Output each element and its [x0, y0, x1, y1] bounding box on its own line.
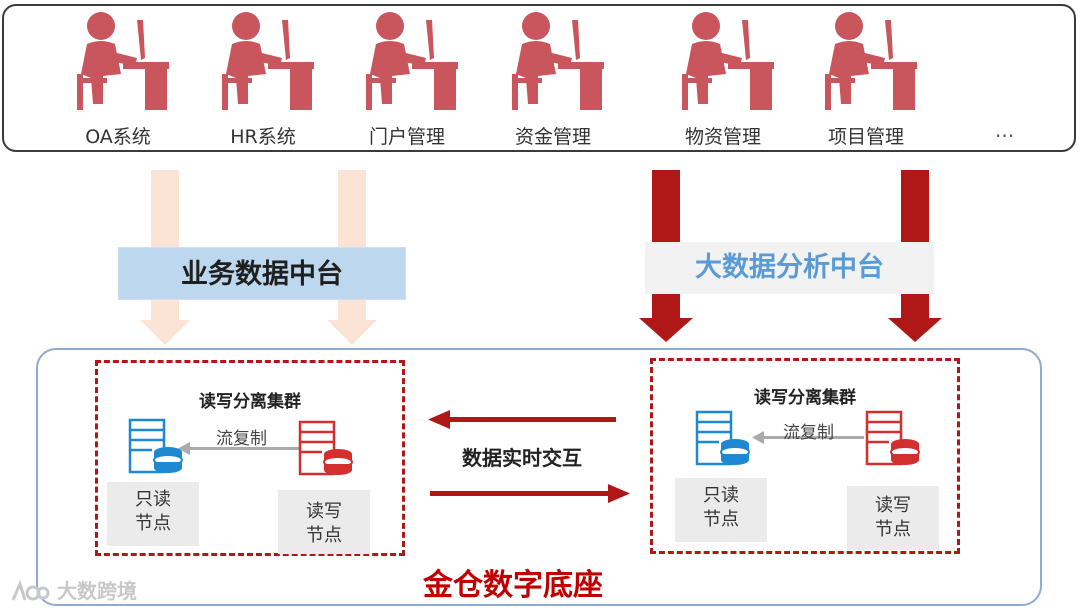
system-hr: HR系统 [203, 8, 323, 149]
systems-bar [2, 4, 1076, 152]
watermark-logo-icon [11, 579, 50, 601]
read-only-database-icon [128, 418, 183, 474]
read-write-database-icon [298, 420, 353, 476]
system-label: 门户管理 [368, 126, 445, 148]
person-at-computer-icon [512, 12, 604, 110]
read-only-node: 只读 节点 [107, 482, 199, 546]
read-write-database-icon [865, 410, 920, 466]
system-label: OA系统 [85, 126, 151, 148]
cluster-title: 读写分离集群 [754, 388, 856, 408]
system-label: 项目管理 [827, 126, 904, 148]
base-frame [36, 348, 1042, 606]
business-data-platform: 业务数据中台 [118, 247, 406, 300]
realtime-interaction-label: 数据实时交互 [462, 446, 582, 470]
bigdata-analysis-platform: 大数据分析中台 [645, 242, 934, 294]
replication-arrow-left [178, 442, 300, 455]
system-projects: 项目管理 [806, 8, 926, 149]
watermark-text: 大数跨境 [56, 579, 137, 603]
base-title: 金仓数字底座 [423, 568, 603, 603]
system-label: HR系统 [230, 126, 296, 148]
system-materials: 物资管理 [663, 8, 783, 149]
replication-label: 流复制 [216, 429, 267, 449]
cluster-title: 读写分离集群 [199, 392, 301, 412]
read-only-node: 只读 节点 [675, 478, 767, 542]
replication-arrow-right [752, 431, 864, 444]
watermark: 大数跨境 [10, 575, 137, 606]
person-at-computer-icon [825, 12, 917, 110]
person-at-computer-icon [77, 12, 169, 110]
read-write-node: 读写 节点 [847, 486, 939, 550]
system-oa: OA系统 [58, 8, 178, 149]
person-at-computer-icon [682, 12, 774, 110]
more-systems-ellipsis: ... [995, 118, 1015, 142]
cluster-left: 读写分离集群 [95, 360, 405, 556]
system-portal: 门户管理 [347, 8, 467, 149]
interaction-arrow-right [430, 484, 630, 503]
read-only-database-icon [695, 410, 750, 466]
person-at-computer-icon [222, 12, 314, 110]
system-funds: 资金管理 [493, 8, 613, 149]
person-at-computer-icon [366, 12, 458, 110]
system-label: 物资管理 [684, 126, 761, 148]
interaction-arrow-left [428, 410, 616, 429]
read-write-node: 读写 节点 [278, 490, 370, 554]
cluster-right: 读写分离集群 [650, 358, 960, 554]
system-label: 资金管理 [514, 126, 591, 148]
replication-label: 流复制 [783, 423, 834, 443]
